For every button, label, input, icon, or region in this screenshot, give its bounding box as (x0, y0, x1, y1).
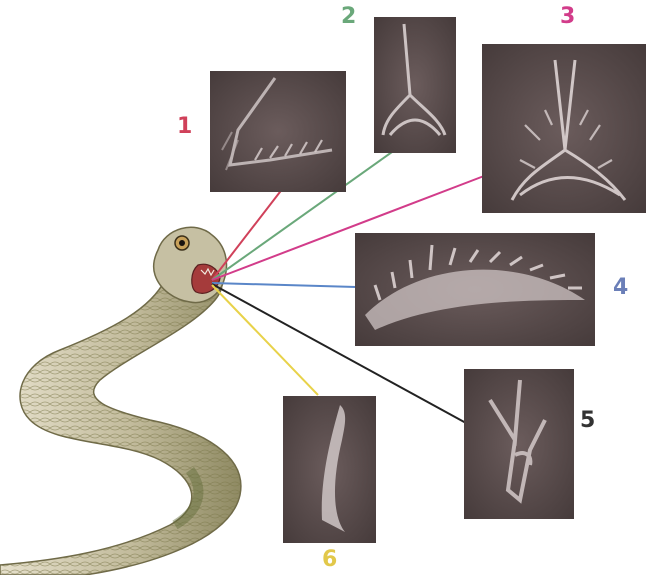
eel-illustration (0, 227, 241, 575)
label-4: 4 (613, 277, 628, 299)
label-5: 5 (580, 410, 595, 432)
xray-panel-5 (464, 369, 574, 519)
xray-panel-4 (355, 233, 595, 346)
label-6: 6 (322, 549, 337, 571)
label-3: 3 (560, 6, 575, 28)
connector-6 (212, 285, 318, 395)
xray-panel-1 (210, 71, 346, 192)
eel-pupil (179, 240, 185, 246)
connector-4 (212, 283, 356, 287)
xray-panel-3 (482, 44, 646, 213)
xray-panel-6 (283, 396, 376, 543)
label-1: 1 (177, 116, 192, 138)
label-2: 2 (341, 6, 356, 28)
xray-panel-2 (374, 17, 456, 153)
eel-scale-pattern (0, 256, 241, 575)
